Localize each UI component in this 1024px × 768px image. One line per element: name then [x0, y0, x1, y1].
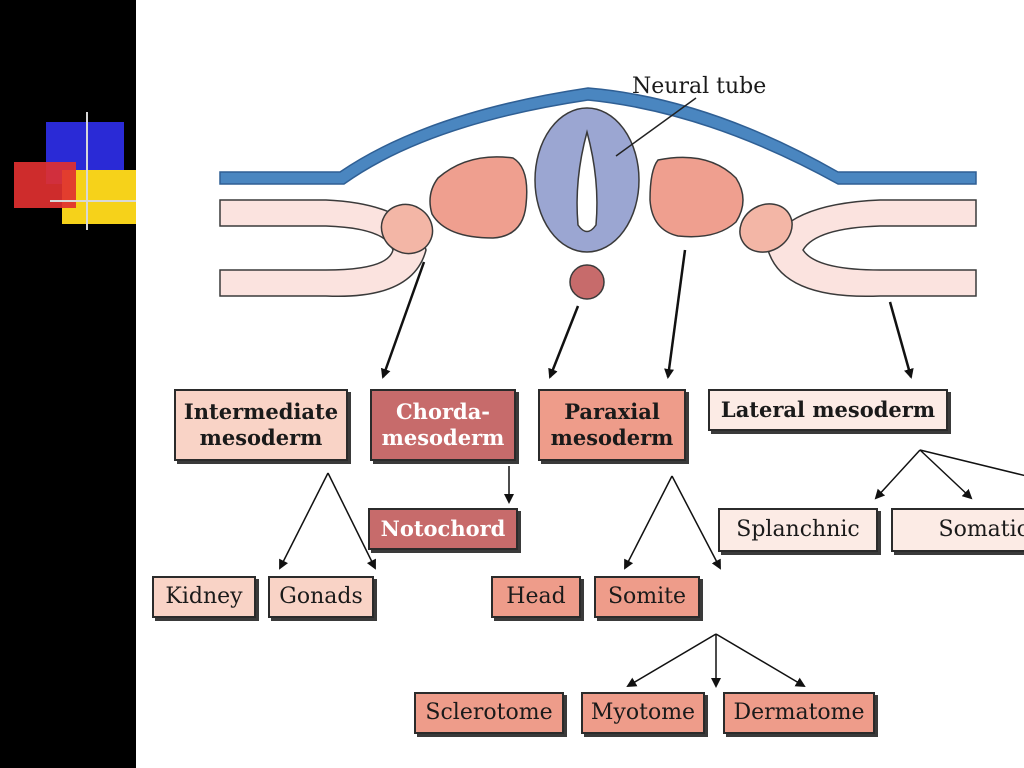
box-gonads: Gonads — [268, 576, 374, 618]
arrow-to-gonads — [327, 472, 376, 570]
ectoderm-layer — [219, 87, 977, 185]
line-lateral-offscreen — [919, 449, 1024, 477]
paraxial-mesoderm-right — [649, 156, 744, 238]
arrow-to-somatic — [919, 449, 973, 500]
neural-tube-lumen — [576, 129, 598, 233]
neural-tube-label: Neural tube — [632, 74, 767, 99]
slide-canvas: Neural tube Intermediate mesoderm Chorda… — [136, 0, 1024, 768]
arrow-to-splanchnic — [874, 449, 921, 500]
notochord-circle — [569, 264, 605, 300]
arrow-to-somite — [671, 475, 721, 570]
arrow-to-sclerotome — [626, 633, 717, 688]
arrow-to-head — [624, 475, 673, 570]
intermediate-mesoderm-left — [380, 203, 434, 255]
box-head: Head — [491, 576, 581, 618]
arrow-to-lateral — [888, 301, 914, 379]
endoderm-right-fold — [767, 199, 977, 298]
box-lateral-mesoderm: Lateral mesoderm — [708, 389, 948, 431]
box-intermediate-mesoderm: Intermediate mesoderm — [174, 389, 348, 461]
neural-tube-leader — [615, 97, 697, 157]
box-dermatome: Dermatome — [723, 692, 875, 734]
deco-vertical-line — [86, 112, 88, 230]
paraxial-mesoderm-left — [429, 156, 528, 239]
box-somite: Somite — [594, 576, 700, 618]
box-paraxial-mesoderm: Paraxial mesoderm — [538, 389, 686, 461]
embryo-cross-section — [219, 87, 1024, 688]
box-myotome: Myotome — [581, 692, 705, 734]
box-sclerotome: Sclerotome — [414, 692, 564, 734]
arrow-to-dermatome — [715, 633, 806, 688]
deco-horizontal-line — [50, 200, 136, 202]
arrow-to-intermediate — [380, 261, 426, 379]
box-chordamesoderm: Chorda- mesoderm — [370, 389, 516, 461]
box-kidney: Kidney — [152, 576, 256, 618]
arrow-to-paraxial — [664, 249, 687, 379]
box-somatic: Somatic — [891, 508, 1024, 552]
arrow-to-kidney — [279, 472, 329, 570]
arrow-to-chorda — [548, 305, 580, 379]
box-splanchnic: Splanchnic — [718, 508, 878, 552]
slide-sidebar — [0, 0, 136, 768]
box-notochord: Notochord — [368, 508, 518, 550]
intermediate-mesoderm-right — [739, 203, 793, 253]
